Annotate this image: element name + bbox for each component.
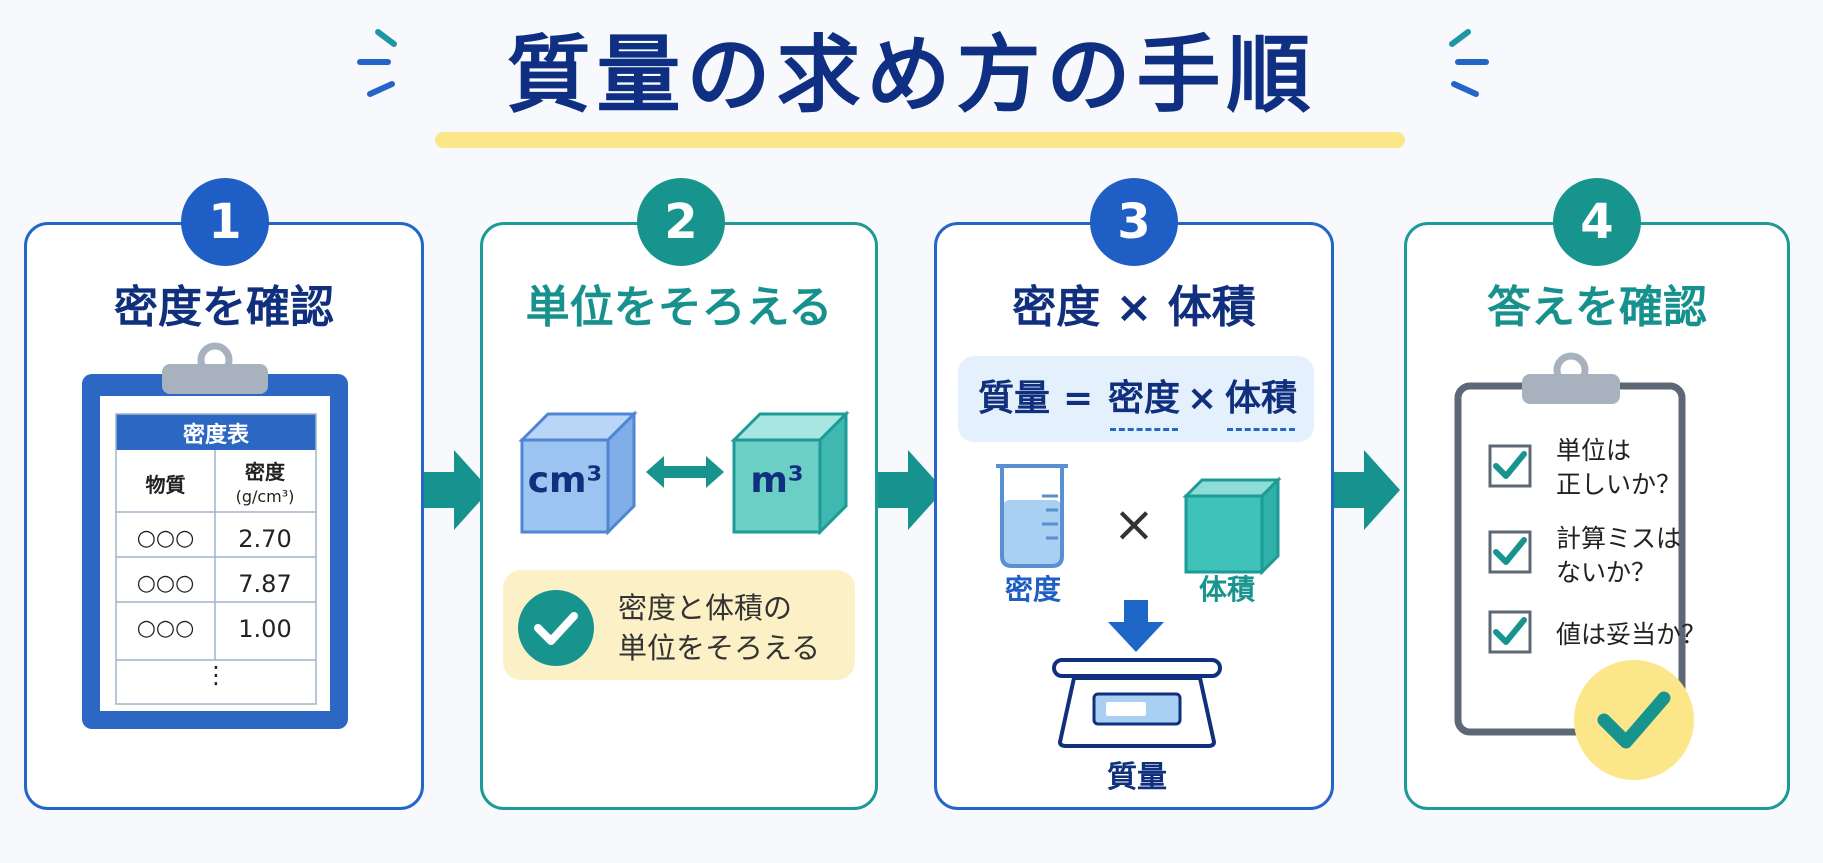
table-row-substance: ○○○ bbox=[136, 571, 195, 596]
table-header-density: 密度 bbox=[245, 460, 285, 484]
step-title-2: 単位をそろえる bbox=[525, 282, 833, 333]
table-title: 密度表 bbox=[182, 423, 249, 448]
check-item-1-line1: 単位は bbox=[1556, 436, 1632, 465]
volume-cube-icon bbox=[1182, 476, 1282, 576]
table-row-density: 7.87 bbox=[238, 570, 292, 598]
cube-m3-icon bbox=[730, 410, 850, 535]
cube-cm3-icon bbox=[518, 410, 638, 535]
formula-equals: = bbox=[1063, 378, 1094, 419]
down-arrow-icon bbox=[1108, 600, 1164, 652]
page-title: 質量の求め方の手順 bbox=[506, 26, 1317, 124]
label-density: 密度 bbox=[1004, 573, 1061, 606]
unit-note-text: 密度と体積の 単位をそろえる bbox=[618, 588, 858, 668]
arrow-right-icon bbox=[1334, 450, 1400, 530]
arrow-right-icon bbox=[878, 450, 944, 530]
beaker-icon bbox=[996, 464, 1068, 568]
formula-density: 密度 bbox=[1108, 378, 1181, 419]
checklist-clipboard bbox=[1454, 352, 1694, 780]
arrow-right-icon bbox=[424, 450, 490, 530]
sparkle-left-icon bbox=[357, 29, 397, 97]
formula-mass: 質量 bbox=[978, 378, 1051, 419]
check-item-1-line2: 正しいか？ bbox=[1556, 470, 1682, 499]
step-badge-2: 2 bbox=[637, 178, 725, 266]
note-line-2: 単位をそろえる bbox=[618, 631, 821, 665]
step-title-3: 密度 × 体積 bbox=[1012, 282, 1256, 333]
formula-density-underline bbox=[1110, 428, 1178, 431]
table-header-unit: (g/cm³) bbox=[235, 487, 295, 506]
table-header-substance: 物質 bbox=[145, 473, 186, 497]
check-item-3-line1: 値は妥当か？ bbox=[1556, 620, 1707, 649]
formula-box bbox=[958, 356, 1314, 442]
step-title-4: 答えを確認 bbox=[1487, 282, 1707, 333]
double-arrow-icon bbox=[646, 456, 724, 488]
check-item-3: 値は妥当か？ bbox=[1556, 618, 1706, 652]
step-badge-1: 1 bbox=[181, 178, 269, 266]
title-underline bbox=[435, 132, 1405, 148]
formula-times: × bbox=[1187, 378, 1218, 419]
check-item-1: 単位は 正しいか？ bbox=[1556, 434, 1681, 502]
step-title-1: 密度を確認 bbox=[114, 282, 334, 333]
note-line-1: 密度と体積の bbox=[618, 591, 793, 625]
formula-volume: 体積 bbox=[1225, 378, 1298, 419]
cube-label-cm3: cm³ bbox=[527, 460, 603, 501]
table-ellipsis: ⋮ bbox=[204, 661, 228, 689]
cube-label-m3: m³ bbox=[750, 460, 804, 501]
table-row-substance: ○○○ bbox=[136, 526, 195, 551]
table-row-density: 2.70 bbox=[238, 525, 292, 553]
check-item-2-line1: 計算ミスは bbox=[1556, 524, 1682, 553]
step-badge-3: 3 bbox=[1090, 178, 1178, 266]
check-item-2-line2: ないか？ bbox=[1556, 558, 1657, 587]
check-circle-icon bbox=[518, 590, 594, 666]
label-mass: 質量 bbox=[1107, 760, 1167, 795]
density-table-clipboard bbox=[82, 342, 348, 729]
scale-icon bbox=[1052, 658, 1222, 748]
formula-volume-underline bbox=[1227, 428, 1295, 431]
step-badge-4: 4 bbox=[1553, 178, 1641, 266]
times-symbol: × bbox=[1113, 495, 1155, 553]
label-volume: 体積 bbox=[1198, 573, 1255, 606]
table-row-density: 1.00 bbox=[238, 615, 292, 643]
check-item-2: 計算ミスは ないか？ bbox=[1556, 522, 1681, 590]
table-row-substance: ○○○ bbox=[136, 616, 195, 641]
sparkle-right-icon bbox=[1449, 29, 1489, 97]
